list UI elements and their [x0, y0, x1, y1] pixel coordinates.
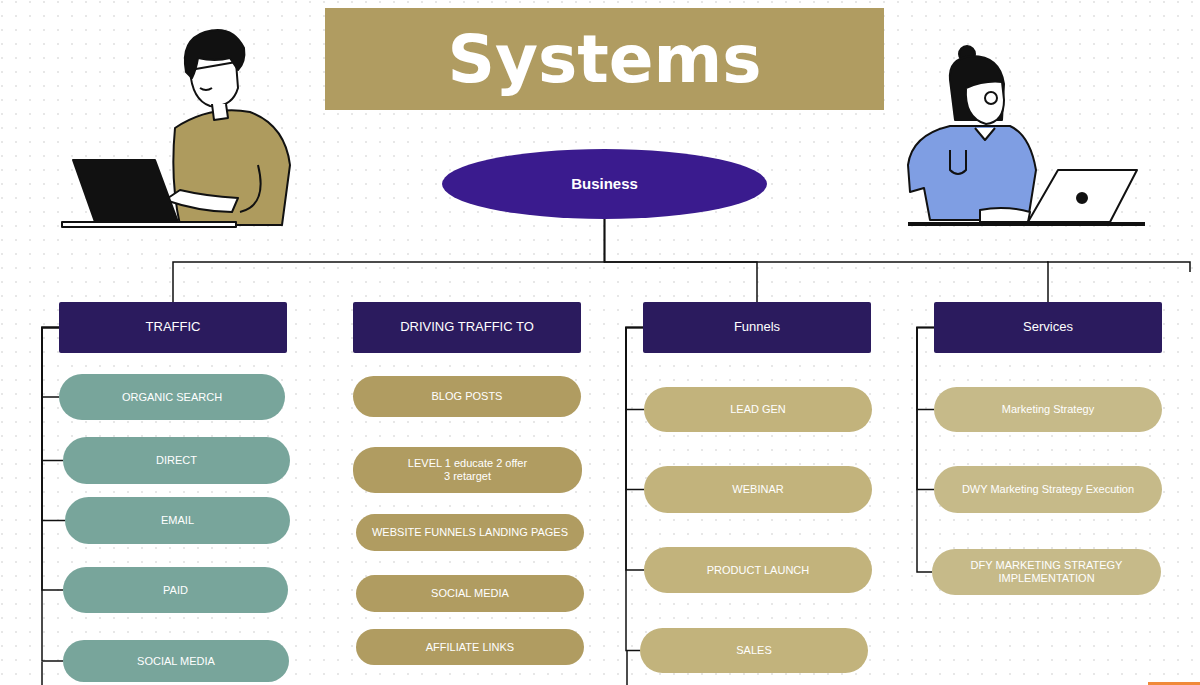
funnel-pill: WEBINAR: [644, 466, 872, 513]
tree-connector: [605, 219, 1049, 302]
node-label: Marketing Strategy: [1002, 403, 1094, 416]
tree-connector: [917, 328, 934, 490]
tree-connector: [626, 328, 644, 410]
node-label: SALES: [736, 644, 771, 657]
node-label: DWY Marketing Strategy Execution: [962, 483, 1134, 496]
tree-connector: [626, 328, 643, 651]
node-label: LEVEL 1 educate 2 offer 3 retarget: [408, 457, 528, 482]
node-label: DIRECT: [156, 454, 197, 467]
column-header: DRIVING TRAFFIC TO: [353, 302, 581, 353]
node-label: LEAD GEN: [730, 403, 786, 416]
title-text: Systems: [447, 21, 761, 98]
node-label: Business: [571, 175, 638, 192]
node-label: SOCIAL MEDIA: [431, 587, 509, 600]
node-label: DRIVING TRAFFIC TO: [400, 320, 534, 335]
node-label: PAID: [163, 584, 188, 597]
node-label: EMAIL: [161, 514, 194, 527]
bracket-continuation: [626, 650, 628, 685]
tree-connector: [626, 328, 644, 571]
destination-pill: LEVEL 1 educate 2 offer 3 retarget: [353, 447, 582, 493]
bracket-continuation: [41, 662, 43, 685]
service-pill: Marketing Strategy: [934, 387, 1162, 432]
traffic-pill: ORGANIC SEARCH: [59, 374, 285, 420]
tree-connector: [626, 328, 644, 490]
funnel-pill: PRODUCT LAUNCH: [644, 547, 872, 593]
column-header: Funnels: [643, 302, 871, 353]
title-band: Systems: [325, 8, 884, 110]
node-label: PRODUCT LAUNCH: [707, 564, 809, 577]
node-label: WEBINAR: [732, 483, 783, 496]
tree-connector: [42, 328, 63, 591]
column-header: TRAFFIC: [59, 302, 287, 353]
destination-pill: WEBSITE FUNNELS LANDING PAGES: [356, 514, 584, 551]
tree-connector: [42, 328, 63, 662]
tree-connector: [42, 328, 65, 521]
man-illustration: [62, 30, 290, 227]
funnel-pill: LEAD GEN: [644, 387, 872, 432]
destination-pill: BLOG POSTS: [353, 376, 581, 417]
traffic-pill: EMAIL: [65, 497, 290, 544]
node-label: WEBSITE FUNNELS LANDING PAGES: [372, 526, 568, 539]
tree-connector: [917, 328, 934, 573]
node-label: Funnels: [734, 320, 780, 335]
business-ellipse: Business: [442, 149, 767, 219]
ellipse-fill: [442, 149, 767, 219]
funnel-pill: SALES: [640, 628, 868, 673]
corner-accent: [1148, 682, 1200, 685]
traffic-pill: PAID: [63, 567, 288, 613]
node-label: ORGANIC SEARCH: [122, 391, 222, 404]
traffic-pill: DIRECT: [63, 437, 290, 484]
destination-pill: AFFILIATE LINKS: [356, 629, 584, 665]
traffic-pill: SOCIAL MEDIA: [63, 640, 289, 682]
node-label: Services: [1023, 320, 1073, 335]
node-label: BLOG POSTS: [432, 390, 503, 403]
tree-connector: [917, 328, 934, 410]
node-label: AFFILIATE LINKS: [426, 641, 514, 654]
woman-illustration: [908, 46, 1145, 224]
service-pill: DFY MARKETING STRATEGY IMPLEMENTATION: [932, 549, 1161, 595]
column-header: Services: [934, 302, 1162, 353]
service-pill: DWY Marketing Strategy Execution: [934, 466, 1162, 513]
tree-connector: [605, 219, 758, 302]
offpage-branch: [1047, 262, 1190, 272]
node-label: SOCIAL MEDIA: [137, 655, 215, 668]
tree-connector: [173, 219, 605, 302]
tree-connector: [42, 328, 59, 398]
destination-pill: SOCIAL MEDIA: [356, 575, 584, 612]
node-label: DFY MARKETING STRATEGY IMPLEMENTATION: [962, 559, 1132, 584]
node-label: TRAFFIC: [146, 320, 201, 335]
